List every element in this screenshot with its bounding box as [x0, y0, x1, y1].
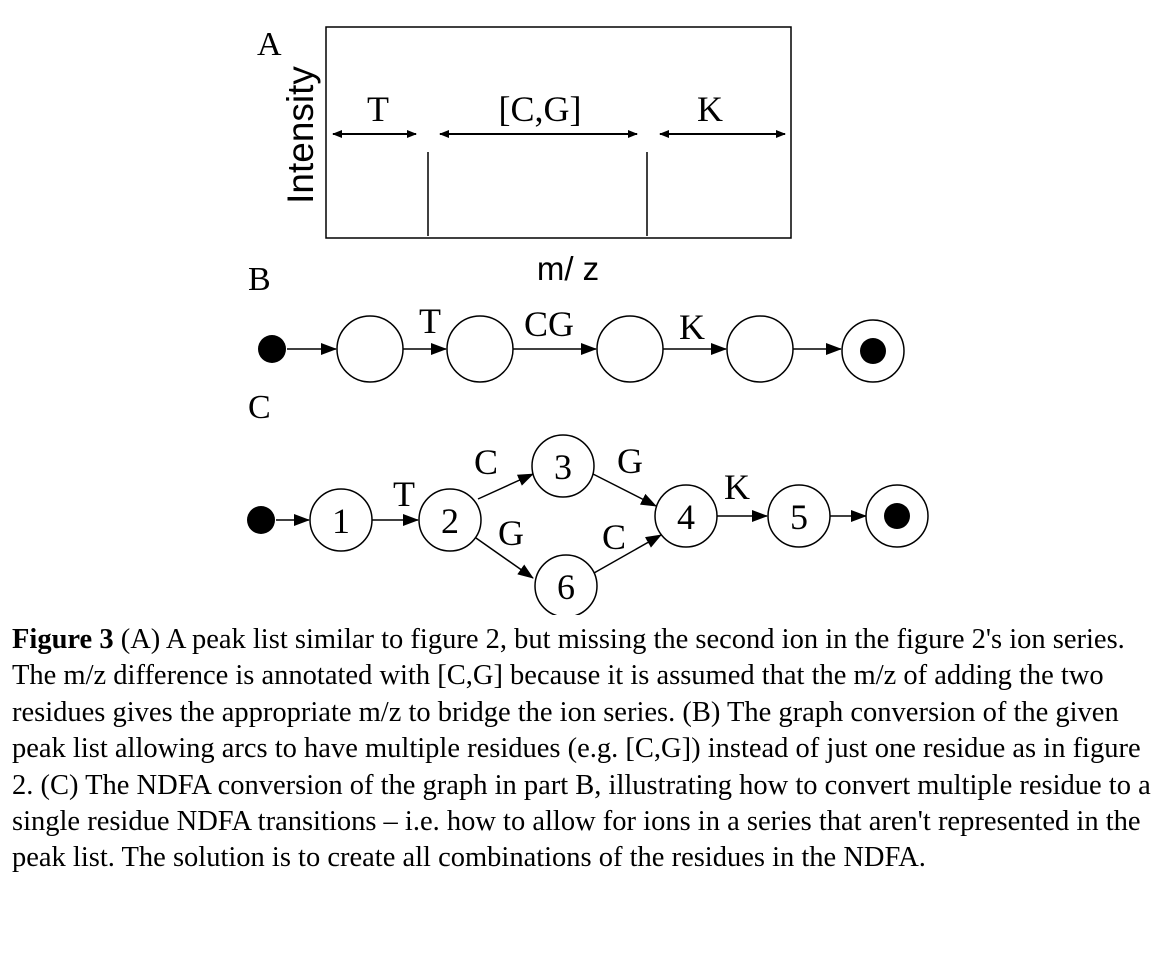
figure-caption: Figure 3 (A) A peak list similar to figu… — [12, 622, 1168, 877]
caption-label: Figure 3 — [12, 624, 114, 655]
arc-c-2-3 — [477, 473, 534, 500]
accept-state-dot — [884, 503, 910, 529]
panel-c-label: C — [248, 389, 271, 426]
start-state — [258, 335, 286, 363]
start-state — [247, 506, 275, 534]
span-label-cg: [C,G] — [499, 89, 582, 129]
intensity-axis-label: Intensity — [280, 66, 321, 204]
arc-label-g-3-4: G — [617, 441, 643, 481]
state-node-1-label: 1 — [332, 501, 350, 541]
panel-a-label: A — [257, 26, 282, 63]
arc-label-t: T — [393, 474, 415, 514]
state-node-3-label: 3 — [554, 447, 572, 487]
panel-b: B T CG K — [248, 261, 905, 383]
arc-label-t: T — [419, 301, 441, 341]
state-node-2 — [418, 488, 482, 552]
state-node-6 — [534, 554, 598, 615]
panel-a: A Intensity m/ z T [C,G] K — [257, 26, 792, 287]
arc-c-6-4 — [593, 534, 662, 574]
arc-label-c-2-3: C — [474, 442, 498, 482]
state-node-3 — [531, 434, 595, 498]
state-node — [336, 315, 404, 383]
arc-label-g-2-6: G — [498, 513, 524, 553]
accept-state-dot — [860, 338, 886, 364]
panel-b-label: B — [248, 261, 271, 298]
state-node-5-label: 5 — [790, 497, 808, 537]
mz-axis-label: m/ z — [537, 250, 599, 287]
arc-g-3-4 — [592, 473, 657, 507]
caption-text: (A) A peak list similar to figure 2, but… — [12, 624, 1151, 874]
panel-c: C 1 T 2 C 3 G G 6 C 4 K — [247, 389, 929, 615]
span-label-k: K — [697, 89, 723, 129]
state-node-6-label: 6 — [557, 567, 575, 607]
arc-g-2-6 — [475, 537, 534, 579]
span-label-t: T — [367, 89, 389, 129]
arc-label-k: K — [724, 467, 750, 507]
arc-label-cg: CG — [524, 304, 574, 344]
state-node — [726, 315, 794, 383]
arc-label-c-6-4: C — [602, 517, 626, 557]
state-node — [446, 315, 514, 383]
spectrum-frame — [325, 26, 792, 239]
state-node — [596, 315, 664, 383]
figure-diagram: A Intensity m/ z T [C,G] K B T CG K C — [247, 26, 929, 615]
state-node-2-label: 2 — [441, 501, 459, 541]
state-node-4-label: 4 — [677, 497, 695, 537]
arc-label-k: K — [679, 307, 705, 347]
